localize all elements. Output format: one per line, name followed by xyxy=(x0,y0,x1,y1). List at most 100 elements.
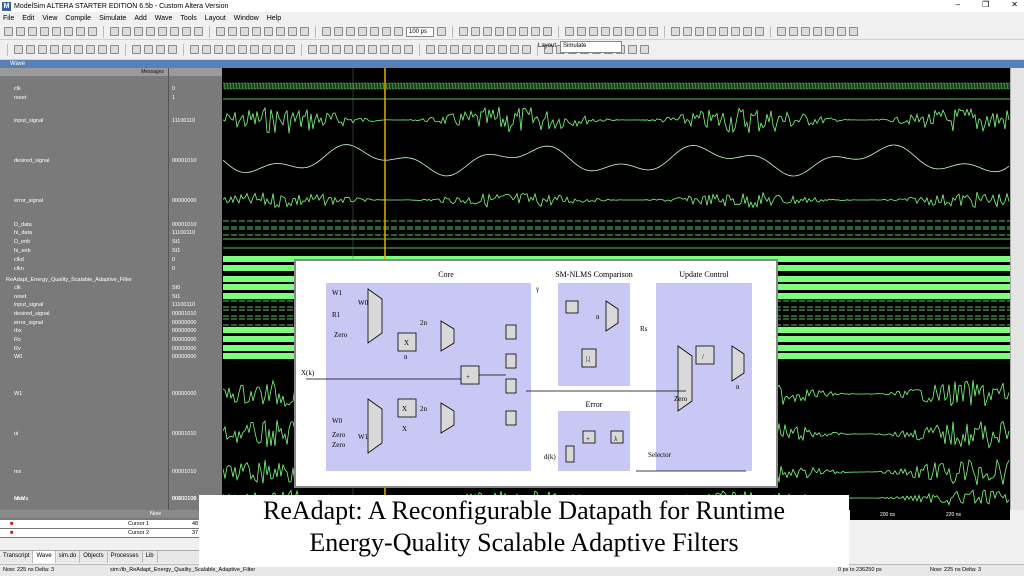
toolbar-button[interactable] xyxy=(394,27,403,36)
toolbar-button[interactable] xyxy=(62,45,71,54)
toolbar-button[interactable] xyxy=(168,45,177,54)
toolbar-button[interactable] xyxy=(380,45,389,54)
tab-processes[interactable]: Processes xyxy=(108,551,143,563)
minimize-button[interactable]: – xyxy=(955,0,961,9)
toolbar-button[interactable] xyxy=(146,27,155,36)
toolbar-button[interactable] xyxy=(64,27,73,36)
toolbar-button[interactable] xyxy=(519,27,528,36)
signal-name[interactable]: input_signal xyxy=(14,302,44,308)
toolbar-button[interactable] xyxy=(507,27,516,36)
toolbar-button[interactable] xyxy=(382,27,391,36)
toolbar-button[interactable] xyxy=(495,27,504,36)
toolbar-button[interactable] xyxy=(589,27,598,36)
toolbar-button[interactable] xyxy=(315,25,316,38)
toolbar-button[interactable] xyxy=(450,45,459,54)
toolbar-button[interactable] xyxy=(322,27,331,36)
layout-select[interactable]: Simulate xyxy=(560,41,622,53)
toolbar-button[interactable] xyxy=(837,27,846,36)
toolbar-button[interactable] xyxy=(801,27,810,36)
toolbar-button[interactable] xyxy=(50,45,59,54)
signal-name[interactable]: clk xyxy=(14,285,21,291)
toolbar-button[interactable] xyxy=(486,45,495,54)
toolbar-button[interactable] xyxy=(103,25,104,38)
toolbar-button[interactable] xyxy=(286,45,295,54)
toolbar-button[interactable] xyxy=(301,43,302,56)
toolbar-button[interactable] xyxy=(813,27,822,36)
toolbar-button[interactable] xyxy=(459,27,468,36)
menu-window[interactable]: Window xyxy=(233,14,259,22)
menu-tools[interactable]: Tools xyxy=(180,14,197,22)
signal-name[interactable]: hi_enb xyxy=(14,248,31,254)
toolbar-button[interactable] xyxy=(125,43,126,56)
restore-button[interactable]: ❐ xyxy=(982,0,990,9)
toolbar-button[interactable] xyxy=(543,27,552,36)
toolbar-button[interactable] xyxy=(240,27,249,36)
toolbar-button[interactable] xyxy=(777,27,786,36)
toolbar-button[interactable] xyxy=(483,27,492,36)
menu-view[interactable]: View xyxy=(42,14,58,22)
toolbar-button[interactable] xyxy=(74,45,83,54)
toolbar-button[interactable] xyxy=(346,27,355,36)
signal-name[interactable]: ui xyxy=(14,431,19,437)
toolbar-button[interactable] xyxy=(849,27,858,36)
signal-name[interactable]: hi_data xyxy=(14,230,33,236)
toolbar-button[interactable] xyxy=(122,27,131,36)
toolbar-button[interactable] xyxy=(649,27,658,36)
toolbar-button[interactable] xyxy=(144,45,153,54)
toolbar-button[interactable] xyxy=(695,27,704,36)
menu-simulate[interactable]: Simulate xyxy=(99,14,127,22)
toolbar-button[interactable] xyxy=(274,45,283,54)
toolbar-button[interactable] xyxy=(462,45,471,54)
toolbar-button[interactable] xyxy=(334,27,343,36)
toolbar-button[interactable] xyxy=(498,45,507,54)
toolbar-button[interactable] xyxy=(276,27,285,36)
toolbar-button[interactable] xyxy=(252,27,261,36)
toolbar-button[interactable] xyxy=(789,27,798,36)
tab-transcript[interactable]: Transcript xyxy=(0,551,34,563)
toolbar-button[interactable] xyxy=(40,27,49,36)
toolbar-button[interactable] xyxy=(288,27,297,36)
toolbar-button[interactable] xyxy=(577,27,586,36)
toolbar-button[interactable] xyxy=(52,27,61,36)
toolbar-button[interactable] xyxy=(170,27,179,36)
toolbar-button[interactable] xyxy=(28,27,37,36)
toolbar-button[interactable] xyxy=(216,27,225,36)
toolbar-button[interactable] xyxy=(86,45,95,54)
toolbar-button[interactable] xyxy=(601,27,610,36)
toolbar-button[interactable] xyxy=(671,27,680,36)
toolbar-button[interactable] xyxy=(522,45,531,54)
toolbar-button[interactable] xyxy=(510,45,519,54)
menu-compile[interactable]: Compile xyxy=(65,14,92,22)
toolbar-button[interactable] xyxy=(132,45,141,54)
signal-name[interactable]: Rv xyxy=(14,346,21,352)
toolbar-button[interactable] xyxy=(370,27,379,36)
toolbar-button[interactable] xyxy=(404,45,413,54)
menu-layout[interactable]: Layout xyxy=(204,14,226,22)
tab-sim-do[interactable]: sim.do xyxy=(56,551,81,563)
signal-name[interactable]: W0 xyxy=(14,354,23,360)
toolbar-button[interactable] xyxy=(156,45,165,54)
signal-name[interactable]: clk xyxy=(14,86,21,92)
zoom-input[interactable]: 100 ps xyxy=(406,26,434,37)
close-button[interactable]: ✕ xyxy=(1011,0,1018,9)
menu-file[interactable]: File xyxy=(3,14,15,22)
signal-name[interactable]: D_data xyxy=(14,222,32,228)
signal-name[interactable]: emx xyxy=(14,496,25,502)
signal-name[interactable]: NLMs xyxy=(14,496,29,502)
toolbar-button[interactable] xyxy=(308,45,317,54)
toolbar-button[interactable] xyxy=(7,43,8,56)
toolbar-button[interactable] xyxy=(332,45,341,54)
toolbar-button[interactable] xyxy=(300,27,309,36)
tab-library[interactable]: Lib xyxy=(143,551,158,563)
toolbar-button[interactable] xyxy=(452,25,453,38)
menu-add[interactable]: Add xyxy=(134,14,147,22)
toolbar-button[interactable] xyxy=(182,27,191,36)
toolbar-button[interactable] xyxy=(26,45,35,54)
toolbar-button[interactable] xyxy=(537,43,538,56)
toolbar-button[interactable] xyxy=(825,27,834,36)
toolbar-button[interactable] xyxy=(719,27,728,36)
cursor-row[interactable]: ■ Cursor 2 37 xyxy=(0,529,223,538)
toolbar-button[interactable] xyxy=(565,27,574,36)
toolbar-button[interactable] xyxy=(368,45,377,54)
toolbar-button[interactable] xyxy=(134,27,143,36)
